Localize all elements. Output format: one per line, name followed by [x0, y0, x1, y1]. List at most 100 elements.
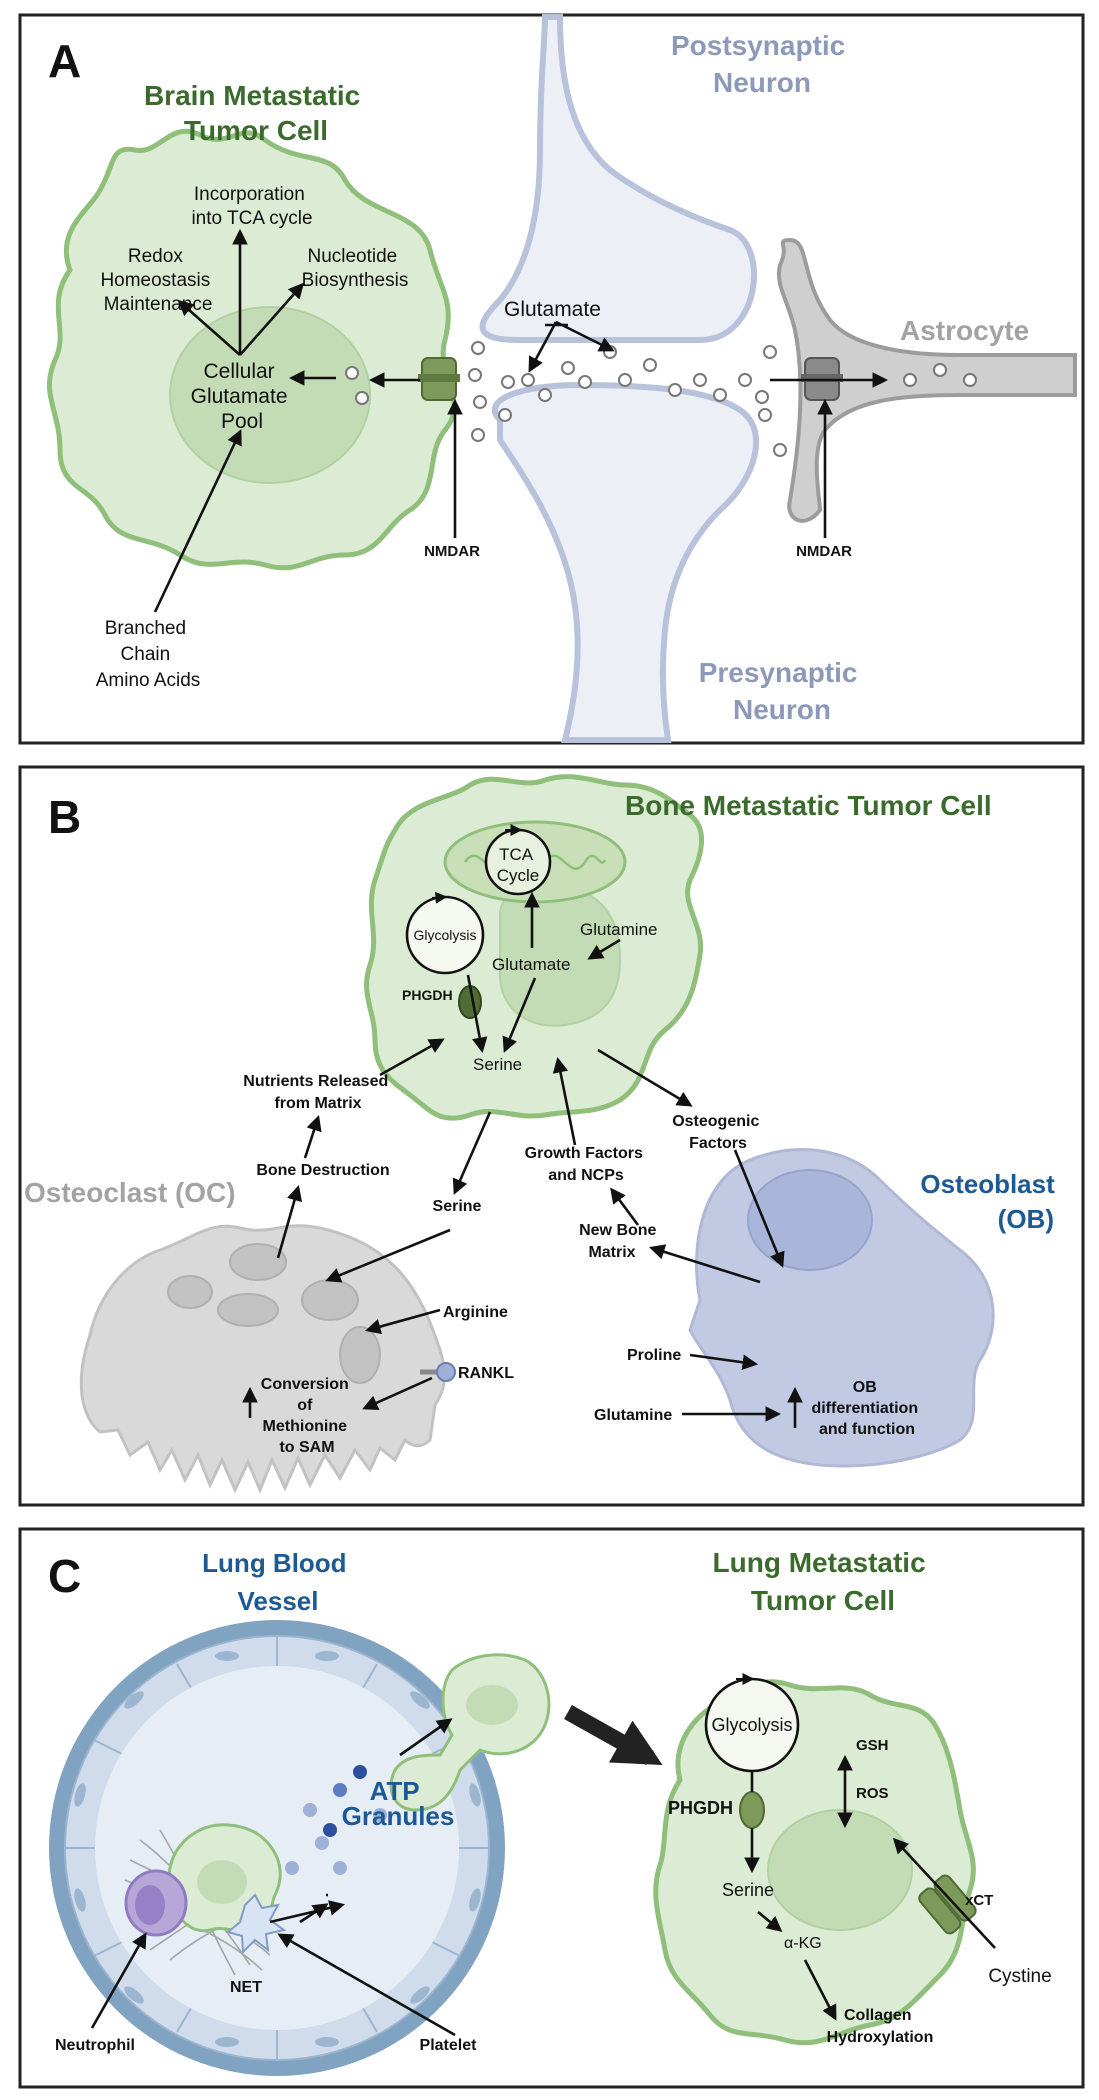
svg-text:Branched Chain Ami: Branched Chain Amino Acids — [96, 618, 201, 691]
panel-c-letter: C — [48, 1550, 81, 1602]
glutamine-bottom-label: Glutamine — [594, 1407, 672, 1424]
conversion-line1: Conversion — [261, 1376, 349, 1393]
nmdar-left-channel — [418, 357, 460, 401]
glycolysis-label-c: Glycolysis — [711, 1715, 792, 1735]
redox-label-line3: Maintenance — [104, 294, 213, 315]
svg-text:Lung Metastatic Tumor Ce: Lung Metastatic Tumor Cell — [713, 1547, 934, 1616]
endothelial-nuclei — [74, 1651, 481, 2047]
panel-a-arrows — [153, 228, 889, 613]
svg-text:Postsynaptic Neuron: Postsynaptic Neuron — [671, 30, 853, 98]
nutrients-label-line1: Nutrients Released — [243, 1073, 388, 1090]
glutamate-label: Glutamate — [504, 298, 601, 321]
neutrophil-cell — [124, 1869, 188, 1937]
lung-cell-title-line2: Tumor Cell — [751, 1585, 895, 1616]
osteoblast-label-line2: (OB) — [998, 1204, 1054, 1234]
panel-a-letter: A — [48, 35, 81, 87]
proline-label: Proline — [627, 1347, 681, 1364]
brain-cell-title-line1: Brain Metastatic — [144, 80, 360, 111]
serine-top-label: Serine — [473, 1055, 522, 1074]
glutamate-vesicles — [345, 341, 977, 457]
new-bone-line1: New Bone — [579, 1222, 656, 1239]
ros-label: ROS — [856, 1785, 889, 1802]
svg-text:Osteogenic Factors: Osteogenic Factors — [672, 1113, 764, 1152]
nucleotide-label-line2: Biosynthesis — [302, 270, 409, 291]
ob-function-line2: differentiation — [811, 1400, 918, 1417]
cystine-label: Cystine — [988, 1966, 1051, 1987]
arginine-label: Arginine — [443, 1304, 508, 1321]
bone-cell-title: Bone Metastatic Tumor Cell — [625, 790, 992, 821]
phgdh-label-c: PHGDH — [668, 1798, 733, 1818]
bcaa-label-line3: Amino Acids — [96, 670, 201, 691]
lung-cell-title-line1: Lung Metastatic — [713, 1547, 926, 1578]
rankl-label: RANKL — [458, 1365, 514, 1382]
xct-transporter — [918, 1874, 977, 1935]
collagen-line1: Collagen — [844, 2007, 912, 2024]
pool-label-line2: Glutamate — [191, 385, 288, 408]
net-label: NET — [230, 1979, 262, 1996]
neutrophil-label: Neutrophil — [55, 2037, 135, 2054]
nucleotide-label-line1: Nucleotide — [307, 246, 397, 267]
conversion-line2: of — [297, 1397, 313, 1414]
glutamine-top-label: Glutamine — [580, 920, 657, 939]
osteoclast-label: Osteoclast (OC) — [24, 1177, 236, 1208]
svg-text:Nutrients Released from: Nutrients Released from Matrix — [243, 1073, 392, 1112]
osteogenic-label-line2: Factors — [689, 1135, 747, 1152]
svg-text:Growth Factors and NCPs: Growth Factors and NCPs — [525, 1145, 648, 1184]
svg-text:Lung Blood Vessel: Lung Blood Vessel — [202, 1548, 354, 1616]
svg-text:Collagen Hydroxylation: Collagen Hydroxylation — [827, 2007, 934, 2046]
gsh-label: GSH — [856, 1737, 889, 1754]
osteoblast-label-line1: Osteoblast — [920, 1169, 1055, 1199]
presynaptic-label-line1: Presynaptic — [699, 657, 858, 688]
panel-b-arrows — [242, 891, 803, 1428]
osteoclast-nuclei — [167, 1243, 381, 1384]
conversion-line4: to SAM — [279, 1439, 334, 1456]
platelet-label: Platelet — [420, 2037, 478, 2054]
vessel-title-line1: Lung Blood — [202, 1548, 346, 1578]
nmdar-left-label: NMDAR — [424, 543, 480, 560]
bcaa-label-line2: Chain — [121, 644, 171, 665]
panel-a: A Brain Metastatic Tumor Cell Postsynapt… — [18, 13, 1085, 745]
svg-text:TCA Cycle: TCA Cycle — [497, 845, 540, 885]
svg-text:Cellular Glutamate: Cellular Glutamate Pool — [191, 360, 294, 433]
svg-text:Conversion of Meth: Conversion of Methionine to SAM — [261, 1376, 353, 1456]
svg-text:ATP Granules: ATP Granules — [342, 1776, 455, 1831]
collagen-line2: Hydroxylation — [827, 2029, 934, 2046]
glycolysis-label-b: Glycolysis — [413, 927, 476, 943]
svg-text:New Bone Matrix: New Bone Matrix — [579, 1222, 661, 1261]
postsynaptic-label-line2: Neuron — [713, 67, 811, 98]
conversion-line3: Methionine — [263, 1418, 348, 1435]
redox-label-line2: Homeostasis — [100, 270, 210, 291]
serine-mid-label: Serine — [433, 1198, 482, 1215]
ob-function-line1: OB — [853, 1379, 877, 1396]
migration-arrow — [564, 1705, 663, 1766]
rankl-receptor — [420, 1362, 456, 1382]
bcaa-label-line1: Branched — [105, 618, 186, 639]
platelet-cell — [225, 1893, 287, 1955]
pool-label-line1: Cellular — [203, 360, 274, 383]
svg-text:Nucleotide Biosynthesis: Nucleotide Biosynthesis — [302, 246, 409, 291]
nutrients-label-line2: from Matrix — [274, 1095, 361, 1112]
phgdh-label-b: PHGDH — [402, 987, 453, 1003]
nmdar-right-label: NMDAR — [796, 543, 852, 560]
presynaptic-label-line2: Neuron — [733, 694, 831, 725]
osteogenic-label-line1: Osteogenic — [672, 1113, 759, 1130]
panel-c-arrows — [90, 1718, 996, 2037]
vessel-lumen — [95, 1666, 459, 2030]
growth-factors-line1: Growth Factors — [525, 1145, 643, 1162]
presynaptic-neuron-shape — [491, 381, 759, 743]
atp-label-line2: Granules — [342, 1801, 455, 1831]
ob-function-line3: and function — [819, 1421, 915, 1438]
xct-label: xCT — [965, 1892, 993, 1909]
growth-factors-line2: and NCPs — [548, 1167, 624, 1184]
brain-cell-title-line2: Tumor Cell — [184, 115, 328, 146]
lung-tumor-nucleus — [767, 1809, 913, 1931]
atp-granules — [285, 1765, 387, 1875]
new-bone-line2: Matrix — [588, 1244, 635, 1261]
tca-label-line1: Incorporation — [194, 184, 305, 205]
tca-label-line2: into TCA cycle — [191, 208, 312, 229]
svg-text:Redox Homeostasis: Redox Homeostasis Maintenance — [100, 246, 215, 315]
vessel-title-line2: Vessel — [238, 1586, 319, 1616]
panel-b-letter: B — [48, 791, 81, 843]
tca-label-line1: TCA — [499, 845, 534, 864]
